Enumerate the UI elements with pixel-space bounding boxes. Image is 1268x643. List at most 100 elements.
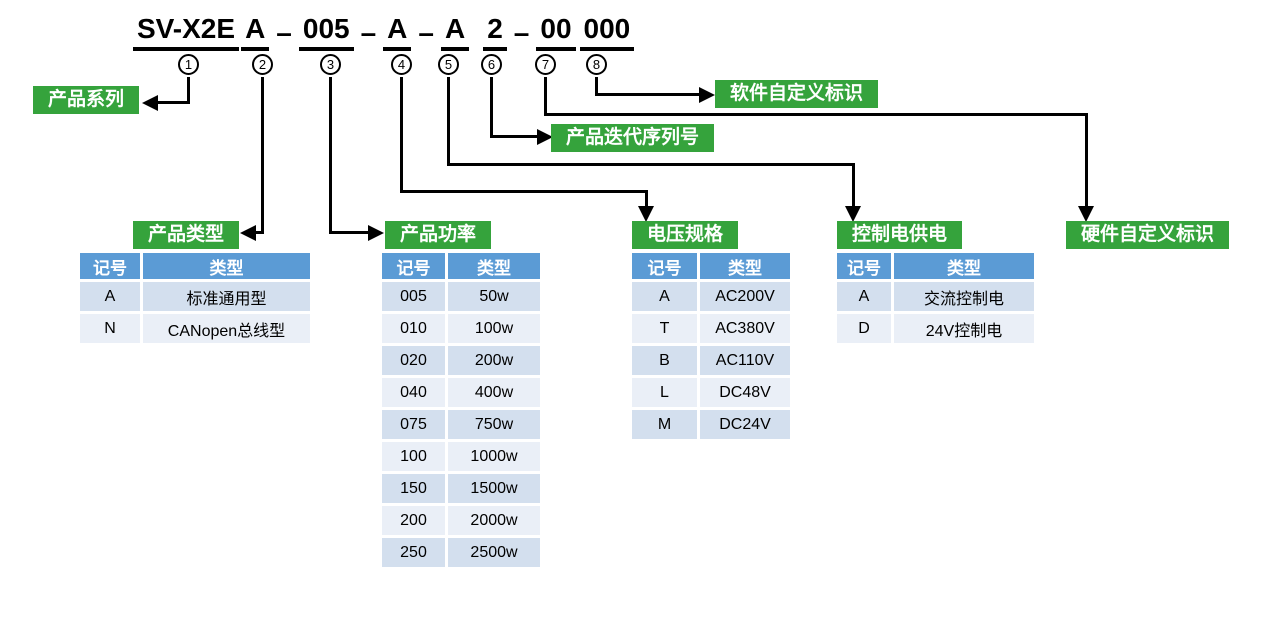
connector-7-arrowhead (1078, 206, 1094, 222)
type-cell: AC380V (700, 314, 790, 343)
code-cell: N (80, 314, 140, 343)
connector-5-line (447, 163, 855, 166)
circled-number-5: 5 (438, 54, 459, 75)
connector-5-line (447, 77, 450, 166)
circled-number-2: 2 (252, 54, 273, 75)
table-row: D 24V控制电 (837, 314, 1034, 343)
column-header-type: 类型 (143, 253, 310, 279)
connector-1-line (158, 101, 190, 104)
code-cell: L (632, 378, 697, 407)
column-header-type: 类型 (894, 253, 1034, 279)
code-cell: 250 (382, 538, 445, 567)
circled-number-3: 3 (320, 54, 341, 75)
code-cell: 075 (382, 410, 445, 439)
code-cell: A (837, 282, 891, 311)
table-row: A 标准通用型 (80, 282, 310, 311)
connector-1-arrowhead (142, 95, 158, 111)
connector-3-arrowhead (368, 225, 384, 241)
table-row: 005 50w (382, 282, 540, 311)
table-row: 250 2500w (382, 538, 540, 567)
label-product-power: 产品功率 (385, 221, 492, 249)
connector-4-line (400, 77, 403, 193)
code-segment-8: 000 (579, 13, 635, 51)
connector-4-arrowhead (638, 206, 654, 222)
dash: – (418, 17, 434, 48)
code-cell: B (632, 346, 697, 375)
column-header-code: 记号 (632, 253, 697, 279)
code-segment-3: 005 (298, 13, 354, 51)
table-row: N CANopen总线型 (80, 314, 310, 343)
label-voltage-spec: 电压规格 (632, 221, 739, 249)
column-header-code: 记号 (837, 253, 891, 279)
code-cell: 200 (382, 506, 445, 535)
connector-3-line (329, 231, 368, 234)
connector-7-line (1085, 113, 1088, 206)
product-type-table: 记号 类型 A 标准通用型 N CANopen总线型 (77, 250, 313, 346)
voltage-spec-table: 记号 类型 A AC200V T AC380V B AC110V L DC48V (629, 250, 793, 442)
connector-7-line (544, 77, 547, 116)
label-control-power: 控制电供电 (837, 221, 963, 249)
type-cell: 1000w (448, 442, 540, 471)
connector-6-line (490, 135, 537, 138)
label-product-series: 产品系列 (33, 86, 140, 114)
product-power-table: 记号 类型 005 50w 010 100w 020 200w 040 400w (379, 250, 543, 570)
column-header-type: 类型 (700, 253, 790, 279)
type-cell: 24V控制电 (894, 314, 1034, 343)
table-row: 150 1500w (382, 474, 540, 503)
type-cell: CANopen总线型 (143, 314, 310, 343)
label-software-id: 软件自定义标识 (715, 80, 879, 108)
control-power-table: 记号 类型 A 交流控制电 D 24V控制电 (834, 250, 1037, 346)
type-cell: 标准通用型 (143, 282, 310, 311)
column-header-code: 记号 (382, 253, 445, 279)
type-cell: DC48V (700, 378, 790, 407)
table-row: 010 100w (382, 314, 540, 343)
table-row: M DC24V (632, 410, 790, 439)
table-row: 020 200w (382, 346, 540, 375)
label-product-type: 产品类型 (133, 221, 240, 249)
table-row: L DC48V (632, 378, 790, 407)
type-cell: 100w (448, 314, 540, 343)
type-cell: 400w (448, 378, 540, 407)
code-cell: 100 (382, 442, 445, 471)
code-cell: A (632, 282, 697, 311)
type-cell: 200w (448, 346, 540, 375)
label-hardware-id: 硬件自定义标识 (1066, 221, 1230, 249)
connector-6-arrowhead (537, 129, 553, 145)
type-cell: 750w (448, 410, 540, 439)
circled-number-1: 1 (178, 54, 199, 75)
code-segment-6: 2 (483, 13, 507, 51)
table-row: A AC200V (632, 282, 790, 311)
connector-5-arrowhead (845, 206, 861, 222)
connector-8-arrowhead (699, 87, 715, 103)
connector-8-line (595, 93, 699, 96)
table-row: 040 400w (382, 378, 540, 407)
table-row: 100 1000w (382, 442, 540, 471)
connector-2-line (261, 77, 264, 234)
code-cell: 020 (382, 346, 445, 375)
code-segment-5: A (440, 13, 470, 51)
connector-1-line (187, 77, 190, 104)
code-cell: D (837, 314, 891, 343)
code-cell: 040 (382, 378, 445, 407)
code-cell: 010 (382, 314, 445, 343)
type-cell: 1500w (448, 474, 540, 503)
column-header-type: 类型 (448, 253, 540, 279)
column-header-code: 记号 (80, 253, 140, 279)
code-segment-1: SV-X2E (133, 13, 240, 51)
table-row: A 交流控制电 (837, 282, 1034, 311)
type-cell: AC200V (700, 282, 790, 311)
table-header-row: 记号 类型 (80, 253, 310, 279)
circled-number-6: 6 (481, 54, 502, 75)
table-row: 075 750w (382, 410, 540, 439)
code-cell: A (80, 282, 140, 311)
connector-4-line (645, 190, 648, 206)
connector-2-line (256, 231, 264, 234)
type-cell: AC110V (700, 346, 790, 375)
connector-2-arrowhead (240, 225, 256, 241)
dash: – (276, 17, 292, 48)
table-row: T AC380V (632, 314, 790, 343)
code-segment-2: A (241, 13, 270, 51)
model-code: SV-X2E A – 005 – A – A 2 – 00 000 (133, 13, 635, 51)
connector-4-line (400, 190, 648, 193)
